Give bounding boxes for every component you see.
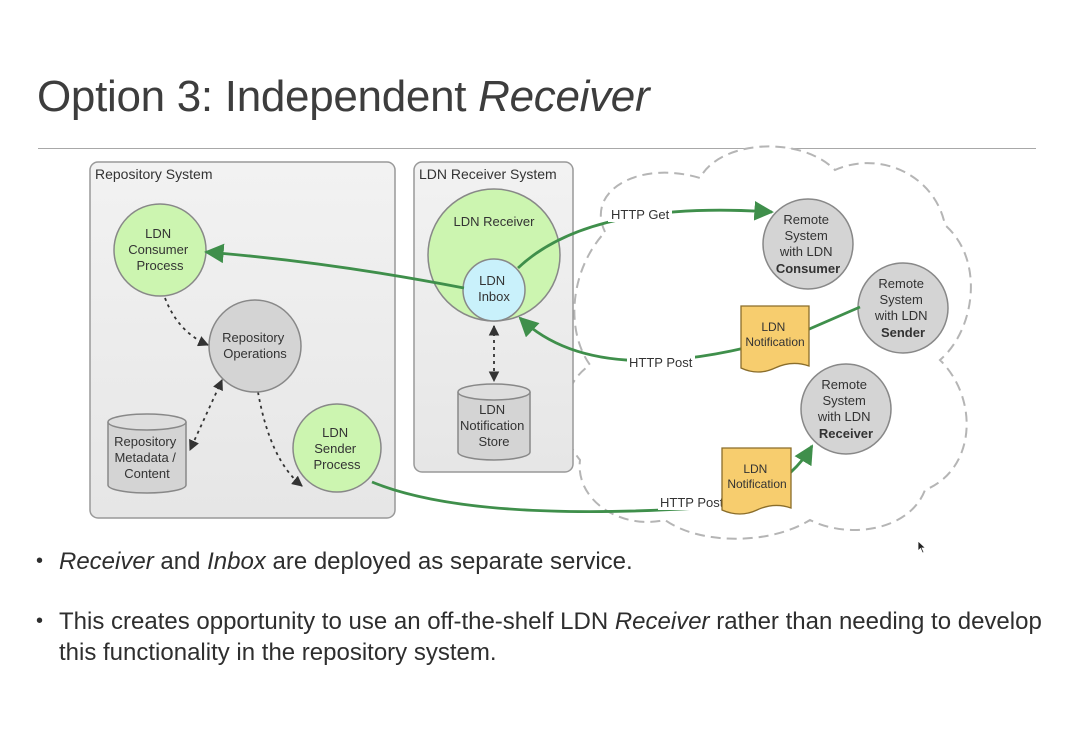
notification-doc-outbound-label: LDN Notification [727, 462, 786, 491]
http-post-inbound-label: HTTP Post [629, 355, 693, 370]
ldn-receiver-label: LDN Receiver [454, 214, 536, 229]
ldn-sender-process-label: LDN Sender Process [314, 425, 361, 472]
repository-system-label: Repository System [95, 166, 212, 182]
bullet-text: This creates opportunity to use an off-t… [59, 608, 615, 635]
remote-receiver-node [800, 363, 892, 455]
http-post-outbound-label: HTTP Post [660, 495, 724, 510]
operations-metadata-link [189, 379, 223, 451]
bullet-item: • Receiver and Inbox are deployed as sep… [36, 546, 1046, 577]
http-get-label: HTTP Get [611, 207, 670, 222]
bullet-text: Receiver [59, 548, 154, 575]
notification-doc-outbound [721, 447, 792, 515]
receiver-system-label: LDN Receiver System [419, 166, 557, 182]
bullet-dot: • [36, 610, 44, 632]
ldn-inbox-label: LDN Inbox [478, 273, 510, 304]
bullet-item: • This creates opportunity to use an off… [36, 606, 1046, 668]
remote-receiver-label: Remote System with LDN Receiver [817, 377, 874, 441]
notification-store-cylinder [457, 383, 531, 461]
ldn-sender-process-node [292, 403, 382, 493]
repository-operations-node [208, 299, 302, 393]
operations-to-sender-link [257, 391, 303, 487]
bullet-dot: • [36, 550, 44, 572]
mouse-cursor-icon [917, 540, 927, 554]
title-plain: Option 3: Independent [37, 72, 479, 121]
bullet-text: Inbox [207, 548, 266, 575]
inbox-to-consumer-arrow [204, 243, 465, 290]
repository-metadata-cylinder [107, 413, 187, 494]
title-divider [38, 148, 1036, 149]
remote-sender-label: Remote System with LDN Sender [874, 276, 931, 340]
notification-doc-inbound [740, 305, 810, 373]
notification-doc-inbound-label: LDN Notification [745, 320, 804, 349]
slide-title: Option 3: Independent Receiver [37, 72, 650, 122]
bullet-text: are deployed as separate service. [265, 548, 633, 575]
remote-consumer-node [762, 198, 854, 290]
repository-operations-label: Repository Operations [222, 330, 288, 361]
notification-store-label: LDN Notification Store [460, 402, 528, 449]
ldn-consumer-process-label: LDN Consumer Process [128, 226, 192, 273]
bullet-text: and [153, 548, 208, 575]
bullet-text: rather than needing to develop this func… [59, 608, 1042, 666]
title-italic: Receiver [478, 72, 650, 121]
bullet-list: • Receiver and Inbox are deployed as sep… [36, 546, 1046, 697]
repository-metadata-label: Repository Metadata / Content [114, 434, 180, 481]
ldn-inbox-node [462, 258, 526, 322]
remote-consumer-label: Remote System with LDN Consumer [776, 212, 840, 276]
bullet-text: Receiver [614, 608, 710, 635]
